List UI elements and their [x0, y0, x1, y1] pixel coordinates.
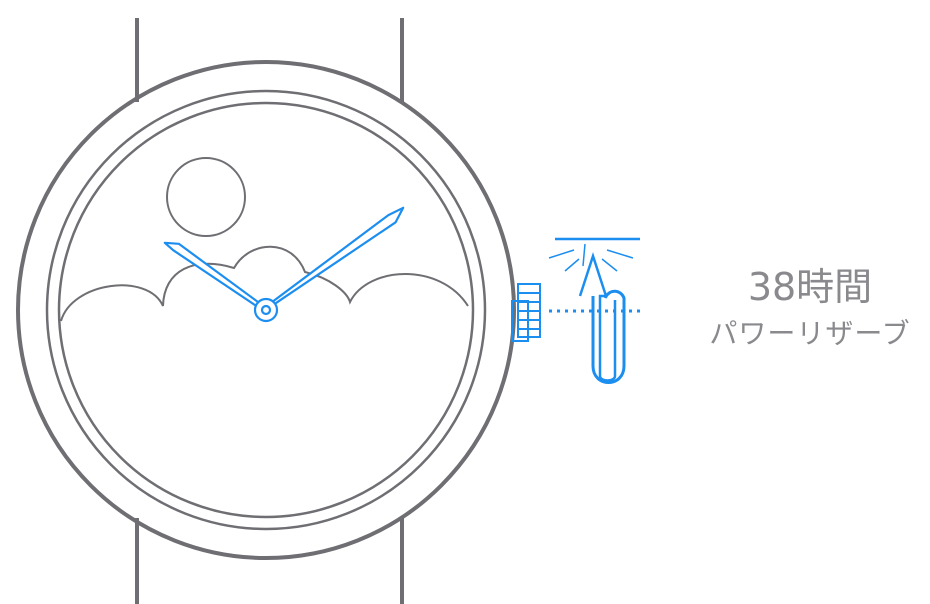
- dial-artwork: [60, 157, 469, 322]
- power-reserve-label: パワーリザーブ: [709, 317, 911, 350]
- sun-circle: [166, 157, 246, 237]
- watch-hands: [163, 206, 405, 323]
- power-reserve-hours: 38時間: [747, 265, 873, 309]
- crown-icon: [511, 283, 541, 342]
- watch-strap: [135, 18, 404, 604]
- crown-winding-arrow-icon: [548, 237, 642, 384]
- minute-hand: [259, 206, 405, 315]
- watch-case: [16, 60, 516, 560]
- cloud-outline: [60, 245, 469, 322]
